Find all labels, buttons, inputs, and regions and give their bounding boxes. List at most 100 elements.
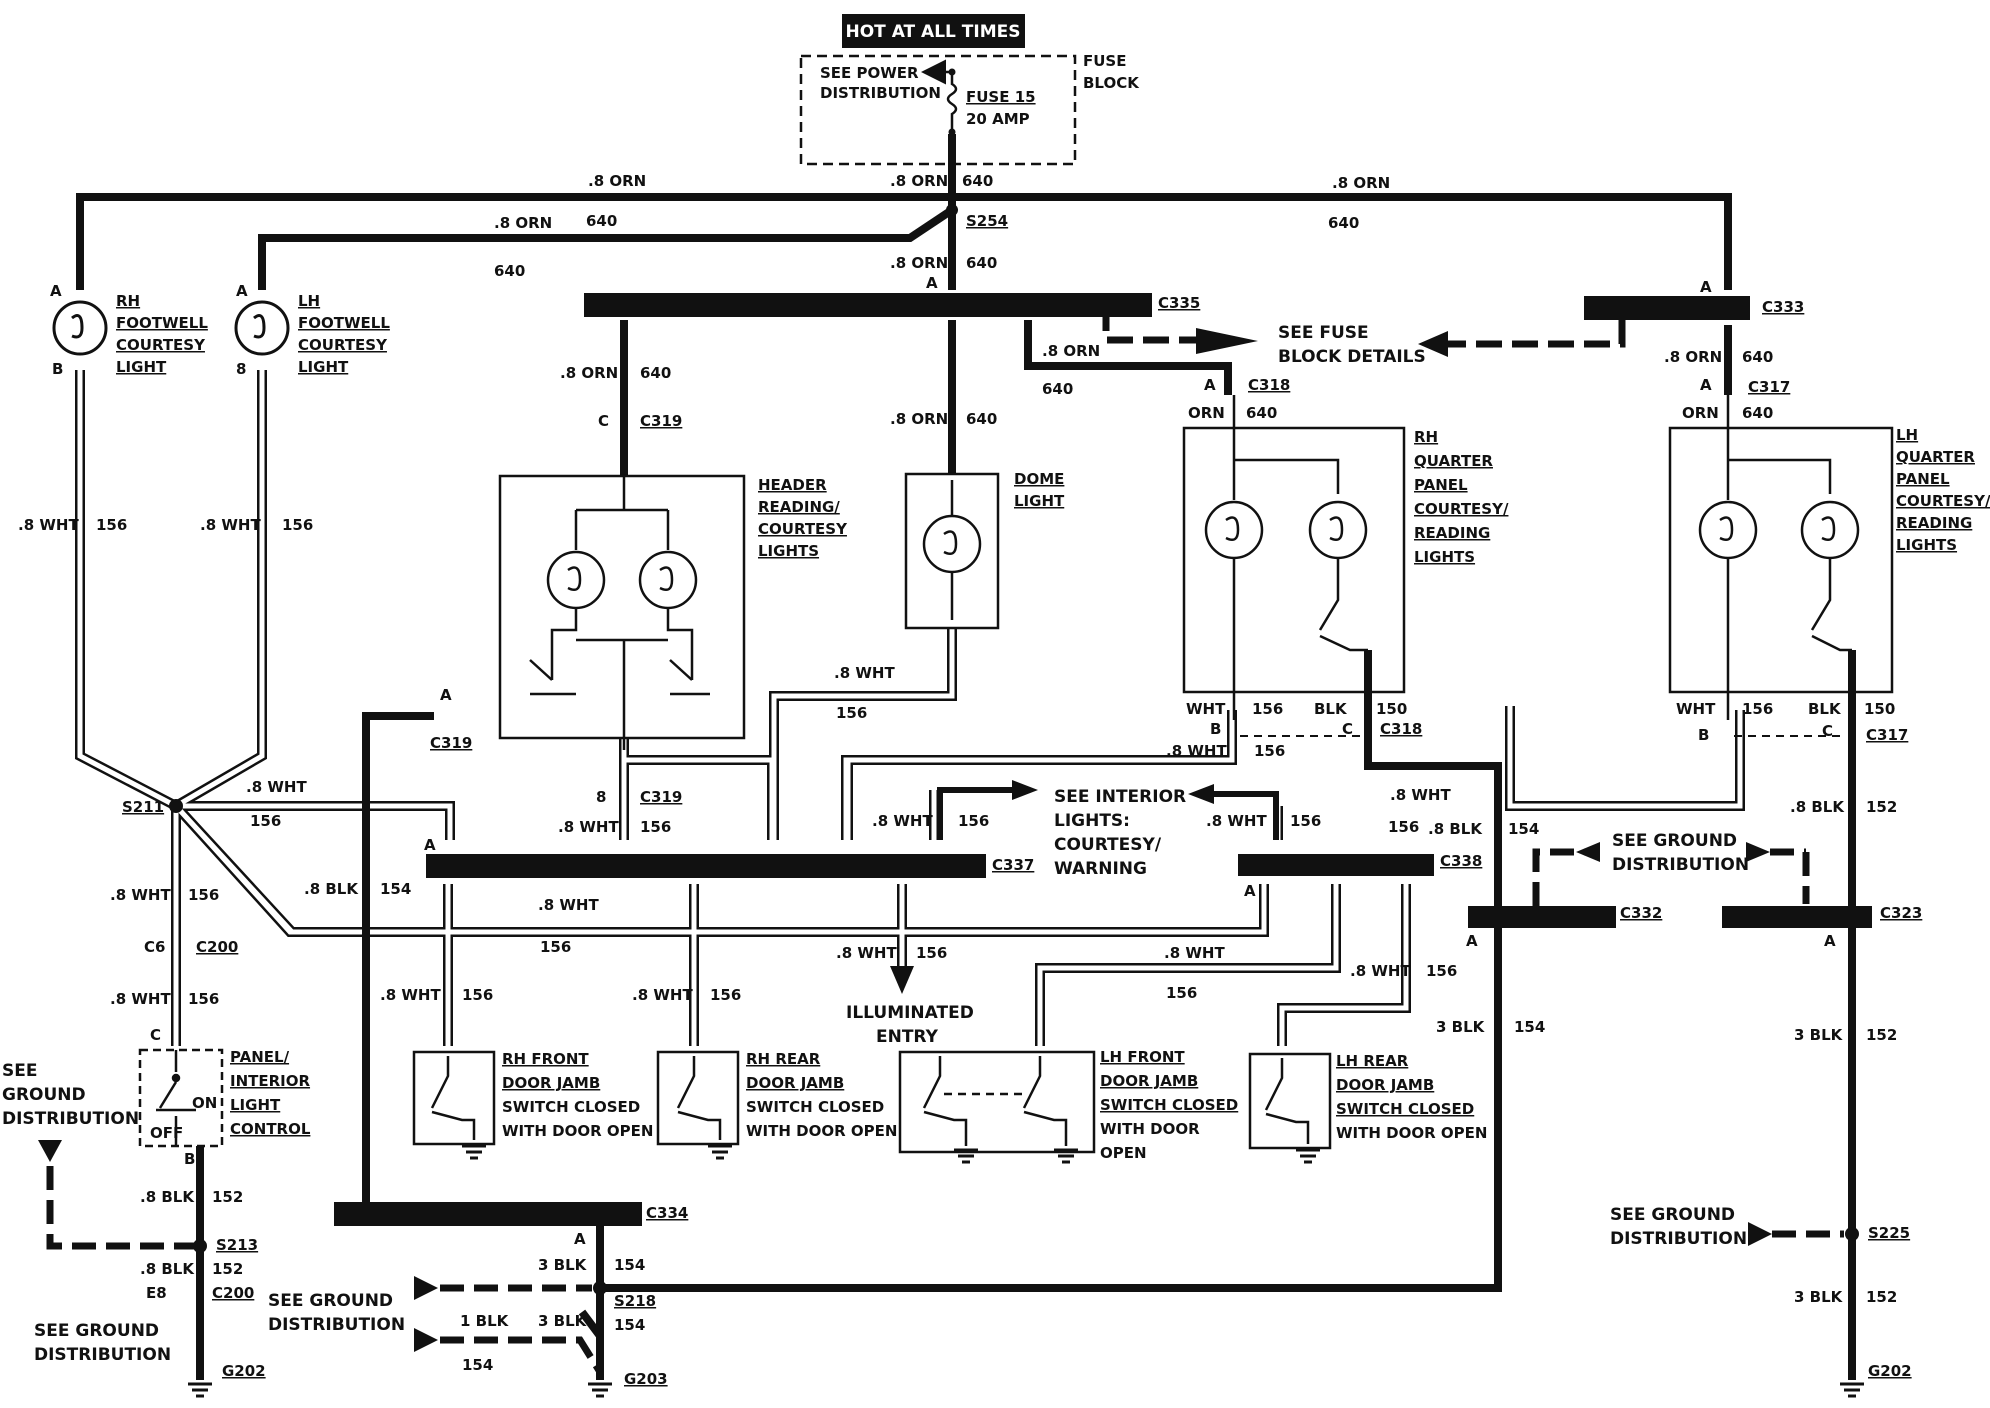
wire-color-label: .8 ORN [1042, 342, 1100, 360]
wire-color-label: .8 WHT [1390, 786, 1451, 804]
connector-label-c323: C323 [1880, 904, 1922, 922]
lh-front-jamb-4: WITH DOOR [1100, 1120, 1200, 1138]
pin-label: B [1210, 720, 1221, 738]
wire-color-label: .8 WHT [18, 516, 79, 534]
pin-label: A [1244, 882, 1256, 900]
rh-front-jamb-1: RH FRONT [502, 1050, 589, 1068]
rh-rear-jamb-1: RH REAR [746, 1050, 821, 1068]
circuit-number-label: 640 [962, 172, 993, 190]
dome-light-1: DOME [1014, 470, 1064, 488]
rh-footwell-3: COURTESY [116, 336, 206, 354]
fuse-15-label: FUSE 15 [966, 88, 1036, 106]
circuit-number-label: 156 [710, 986, 741, 1004]
header-lights-4: LIGHTS [758, 542, 819, 560]
rh-rear-jamb-3: SWITCH CLOSED [746, 1098, 884, 1116]
ground-symbol-icon [708, 1144, 732, 1160]
connector-label-s213: S213 [216, 1236, 258, 1254]
circuit-number-label: 154 [380, 880, 411, 898]
pin-label: A [574, 1230, 586, 1248]
circuit-number-label: 640 [1742, 348, 1773, 366]
pin-label: A [1466, 932, 1478, 950]
see-fuse-block-details-1: SEE FUSE [1278, 323, 1369, 343]
circuit-number-label: 156 [916, 944, 947, 962]
connector-label-s218: S218 [614, 1292, 656, 1310]
ground-arrow-icon [1576, 842, 1600, 862]
circuit-number-label: 156 [1252, 700, 1283, 718]
c334-bar [334, 1202, 642, 1226]
c338-bar [1238, 854, 1434, 876]
rh-front-jamb-4: WITH DOOR OPEN [502, 1122, 653, 1140]
circuit-number-label: 156 [958, 812, 989, 830]
lh-footwell-3: COURTESY [298, 336, 388, 354]
ground-arrow-icon [1746, 842, 1770, 862]
wire-color-label: .8 WHT [538, 896, 599, 914]
wire-color-label: .8 BLK [1428, 820, 1483, 838]
connector-label-s225: S225 [1868, 1224, 1910, 1242]
circuit-number-label: 150 [1376, 700, 1407, 718]
rh-footwell-2: FOOTWELL [116, 314, 208, 332]
wire-color-label: .8 WHT [1206, 812, 1267, 830]
lh-quarter-6: LIGHTS [1896, 536, 1957, 554]
ground-arrow-icon [38, 1140, 62, 1162]
connector-label-s211: S211 [122, 798, 164, 816]
lh-footwell-4: LIGHT [298, 358, 349, 376]
wire-color-label: 3 BLK [1794, 1026, 1844, 1044]
s254-splice [946, 204, 958, 216]
c333-bar [1584, 296, 1750, 320]
wire-color-label: .8 ORN [588, 172, 646, 190]
wire-color-label: .8 ORN [494, 214, 552, 232]
wire-color-label: .8 ORN [1332, 174, 1390, 192]
wire-color-label: .8 BLK [140, 1260, 195, 1278]
rh-footwell-1: RH [116, 292, 140, 310]
wire-color-label: WHT [1676, 700, 1716, 718]
pin-label: A [1204, 376, 1216, 394]
circuit-number-label: 640 [1246, 404, 1277, 422]
connector-label-c318: C318 [1380, 720, 1422, 738]
circuit-number-label: 152 [212, 1260, 243, 1278]
see-interior-lights-4: WARNING [1054, 859, 1147, 879]
pin-label: A [1824, 932, 1836, 950]
lh-quarter-4: COURTESY/ [1896, 492, 1990, 510]
wire-color-label: .8 WHT [558, 818, 619, 836]
connector-label-c319: C319 [640, 412, 682, 430]
pin-label: A [440, 686, 452, 704]
wht-156-wires [75, 370, 1745, 1046]
wire-color-label: .8 ORN [890, 254, 948, 272]
connector-label-g202: G202 [222, 1362, 266, 1380]
lh-rear-jamb-1: LH REAR [1336, 1052, 1409, 1070]
illuminated-entry-2: ENTRY [876, 1027, 939, 1047]
wire-color-label: .8 BLK [304, 880, 359, 898]
wire-color-label: .8 WHT [1350, 962, 1411, 980]
rh-rear-jamb-4: WITH DOOR OPEN [746, 1122, 897, 1140]
interior-lights-arrows [937, 780, 1279, 840]
circuit-number-label: 154 [614, 1316, 645, 1334]
wire-color-label: BLK [1314, 700, 1348, 718]
wire-color-label: .8 ORN [1664, 348, 1722, 366]
circuit-number-label: 156 [1254, 742, 1285, 760]
s218-splice [593, 1281, 607, 1295]
pin-label: A [50, 282, 62, 300]
wire-color-label: 3 BLK [1436, 1018, 1486, 1036]
illuminated-entry-1: ILLUMINATED [846, 1003, 974, 1023]
see-ground-dist-c332-2: DISTRIBUTION [1612, 855, 1749, 875]
wire-color-label: 3 BLK [1794, 1288, 1844, 1306]
see-interior-lights-1: SEE INTERIOR [1054, 787, 1186, 807]
illuminated-entry-arrow-icon [890, 966, 914, 994]
connector-label-c337: C337 [992, 856, 1034, 874]
wire-color-label: .8 WHT [872, 812, 933, 830]
lh-quarter-box [1668, 426, 1894, 694]
rh-quarter-internal [1204, 395, 1368, 720]
see-ground-dist-s218-1: SEE GROUND [268, 1291, 393, 1311]
header-lights-box [498, 474, 746, 740]
ground-symbol-icon [188, 1382, 212, 1398]
circuit-number-label: 154 [1514, 1018, 1545, 1036]
connector-label-c318: C318 [1248, 376, 1290, 394]
lh-front-jamb-3: SWITCH CLOSED [1100, 1096, 1238, 1114]
ground-symbol-icon [954, 1148, 1078, 1164]
circuit-number-label: 640 [640, 364, 671, 382]
wire-color-label: .8 WHT [110, 990, 171, 1008]
connector-label-c333: C333 [1762, 298, 1804, 316]
ground-symbol-icon [588, 1382, 612, 1398]
see-ground-dist-s218-2: DISTRIBUTION [268, 1315, 405, 1335]
connector-label-g203: G203 [624, 1370, 668, 1388]
